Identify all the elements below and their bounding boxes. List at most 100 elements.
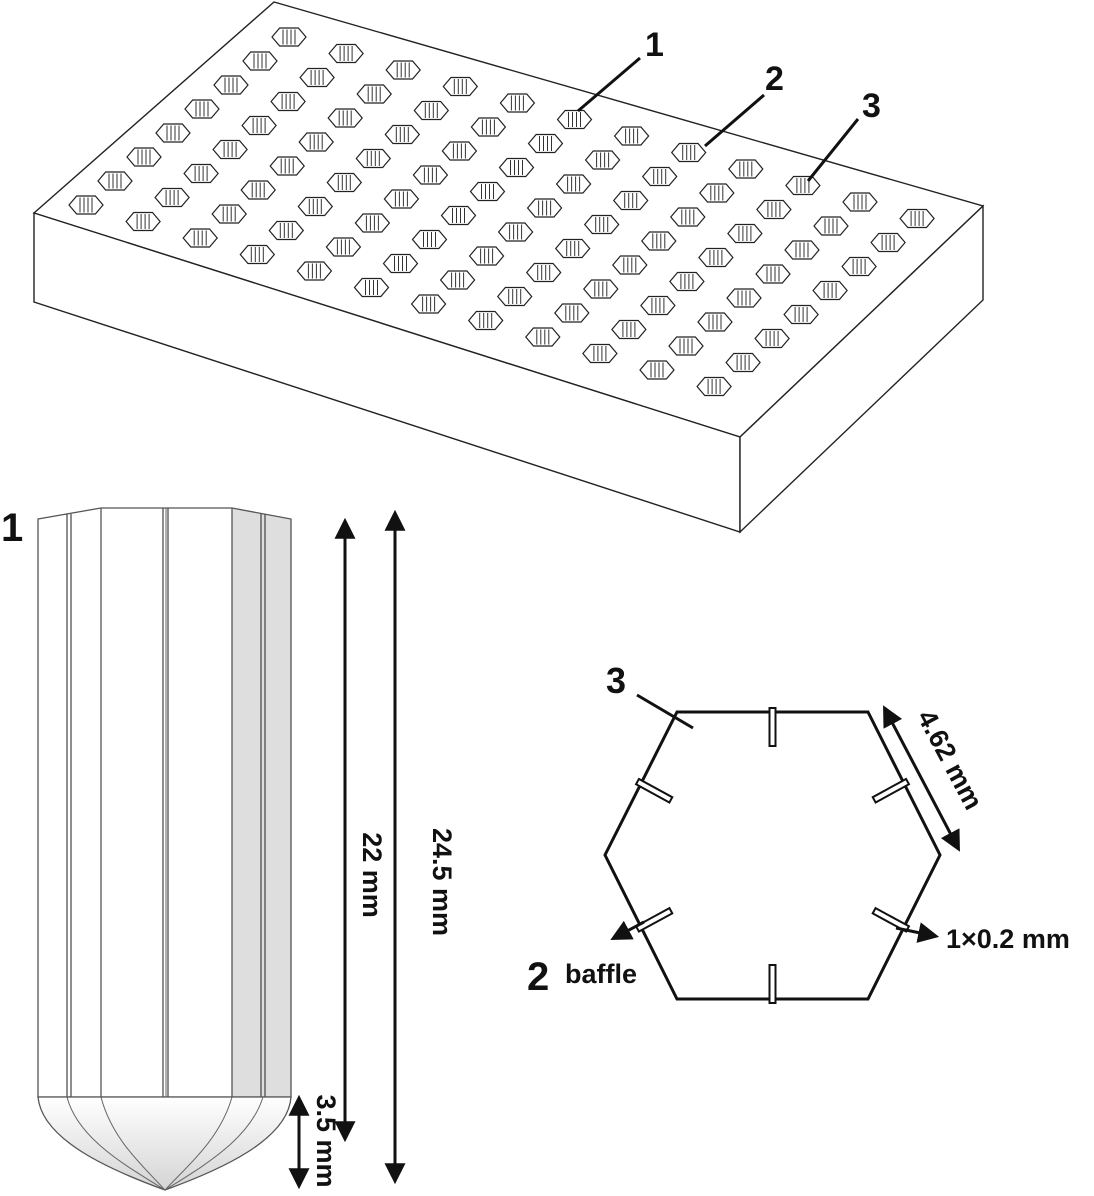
baffle-set: [634, 707, 911, 1004]
well-opening: [154, 187, 190, 208]
well-opening: [728, 159, 764, 179]
well-opening: [639, 360, 675, 380]
dim-24-5mm-label: 24.5 mm: [427, 828, 457, 936]
well-plate: [32, 1, 985, 534]
well-opening: [241, 115, 277, 136]
well-opening: [556, 109, 593, 130]
hexagon-cross-section: [603, 707, 942, 1004]
plate-side-face: [739, 204, 984, 534]
well-opening: [611, 319, 647, 340]
well-opening: [783, 304, 819, 325]
well-opening: [298, 132, 334, 152]
well-grid: [68, 27, 935, 397]
well-opening: [470, 117, 507, 137]
well-opening: [670, 207, 706, 227]
well-opening: [554, 238, 591, 259]
well-opening: [870, 232, 906, 253]
well-opening: [442, 76, 479, 97]
dim-22mm-label: 22 mm: [357, 832, 387, 918]
well-opening: [668, 336, 704, 356]
well-opening: [355, 148, 392, 169]
well-opening: [183, 163, 219, 184]
well-opening: [726, 288, 762, 308]
dimension-arrows: [288, 509, 406, 1190]
dim-3-5mm-label: 3.5 mm: [311, 1094, 341, 1187]
well-opening: [697, 312, 733, 332]
well-opening: [584, 150, 621, 170]
well-opening: [499, 93, 536, 113]
well-opening: [469, 181, 506, 202]
well-opening: [440, 205, 477, 226]
well-opening: [353, 277, 390, 298]
hex-callout-3: 3: [606, 660, 626, 701]
well-opening: [184, 99, 220, 119]
well-opening: [527, 133, 564, 154]
baffle: [768, 964, 777, 1004]
well-opening: [327, 108, 363, 128]
well-opening: [725, 352, 761, 373]
well-opening: [696, 376, 732, 397]
well-opening: [754, 328, 790, 349]
baffle-callout-2: 2: [527, 955, 549, 999]
well-opening: [328, 43, 364, 64]
hexagon-outline: [603, 710, 942, 1001]
well-opening: [182, 228, 218, 248]
well-opening: [354, 213, 391, 233]
callout-3: 3: [862, 87, 881, 125]
well-opening: [270, 91, 306, 112]
well-opening: [240, 180, 276, 200]
well-opening: [756, 199, 792, 220]
well-opening: [126, 147, 162, 167]
well-opening: [785, 175, 821, 196]
well-opening: [326, 172, 363, 193]
well-opening: [496, 286, 533, 307]
well-opening: [97, 171, 133, 191]
well-opening: [125, 211, 161, 232]
well-opening: [212, 139, 248, 160]
well-opening: [526, 198, 563, 218]
well-opening: [698, 247, 734, 268]
plate-callouts: 1 2 3: [577, 26, 881, 182]
well-opening: [525, 262, 562, 283]
well-tip: [37, 1096, 292, 1191]
well-opening: [641, 166, 678, 187]
well-callout-1: 1: [1, 506, 23, 550]
well-opening: [755, 264, 791, 284]
well-opening: [239, 244, 276, 265]
well-opening: [468, 246, 505, 266]
well-opening: [899, 208, 935, 229]
well-opening: [325, 237, 362, 257]
well-opening: [583, 279, 619, 299]
well-opening: [155, 123, 191, 143]
well-opening: [582, 343, 618, 364]
well-opening: [842, 192, 878, 212]
well-opening: [410, 294, 447, 314]
well-opening: [612, 255, 648, 275]
well-opening: [413, 100, 450, 121]
well-opening: [612, 190, 649, 211]
baffle: [634, 906, 674, 933]
well-opening: [385, 60, 421, 80]
well-opening: [841, 256, 877, 277]
well-opening: [554, 303, 590, 323]
well-opening: [498, 157, 535, 178]
baffle-word: baffle: [565, 959, 637, 989]
dim-side-arrow: [883, 705, 960, 852]
well-opening: [497, 222, 534, 242]
well-opening: [555, 174, 592, 194]
well-opening: [213, 75, 249, 95]
well-opening: [699, 183, 735, 203]
well-opening: [299, 67, 335, 88]
well-opening: [268, 220, 305, 241]
well-opening: [641, 231, 677, 251]
well-opening: [813, 216, 849, 236]
well-opening: [211, 204, 247, 224]
well-opening: [296, 261, 333, 281]
well-opening: [583, 214, 620, 235]
well-opening: [441, 141, 478, 161]
well-opening: [640, 295, 676, 316]
well-opening: [525, 327, 561, 347]
well-opening: [382, 253, 419, 274]
well-opening: [412, 165, 449, 185]
well-opening: [68, 195, 104, 215]
